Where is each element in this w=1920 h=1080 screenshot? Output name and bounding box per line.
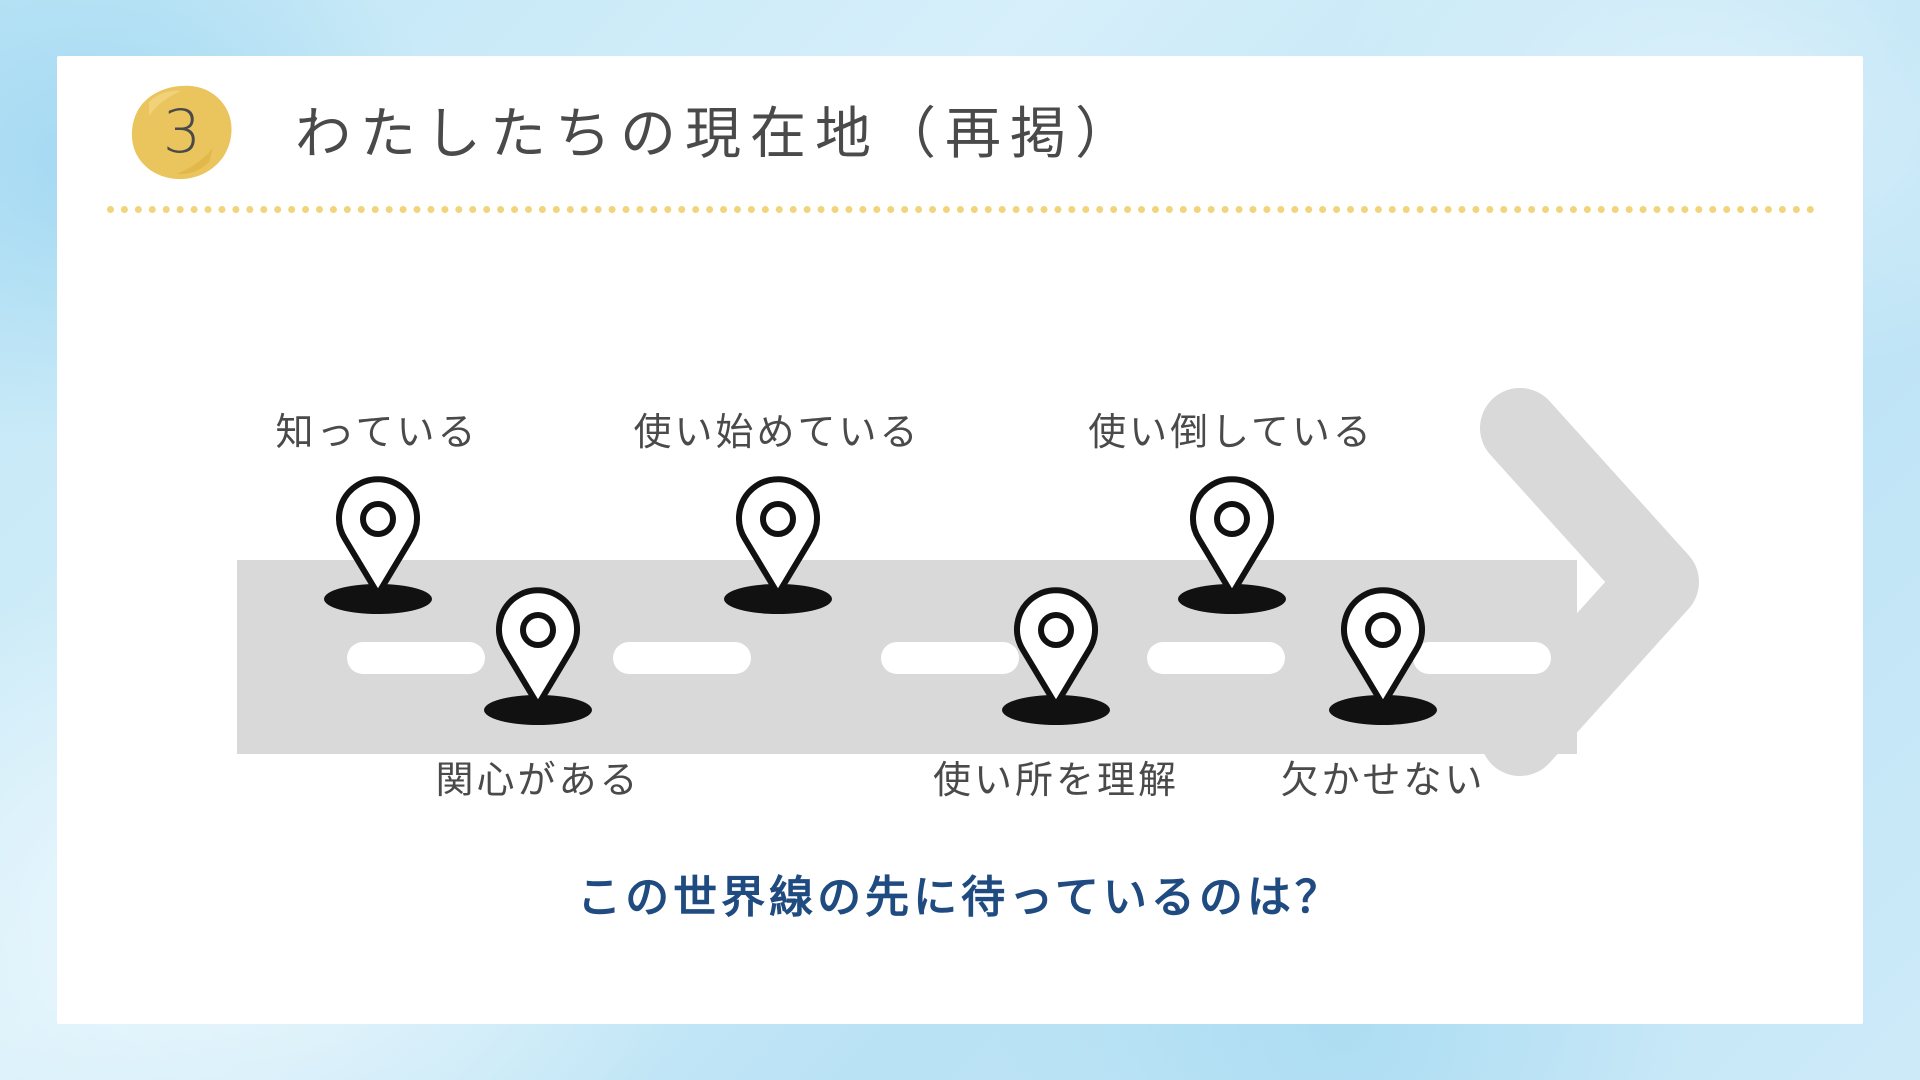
stage-label-aware: 知っている bbox=[275, 410, 479, 454]
lane-dash bbox=[347, 642, 485, 674]
slide-card: 3 わたしたちの現在地（再掲） 知っている 関心がある 使い始めている 使い所を… bbox=[57, 56, 1863, 1024]
stage-label-started-using: 使い始めている bbox=[633, 410, 921, 454]
lane-dash bbox=[613, 642, 751, 674]
slide-number-badge: 3 bbox=[129, 82, 235, 182]
stage-label-knows-where-to-use: 使い所を理解 bbox=[932, 758, 1180, 802]
lane-dash bbox=[1147, 642, 1285, 674]
timeline-road bbox=[237, 388, 1699, 776]
page-title: わたしたちの現在地（再掲） bbox=[295, 102, 1140, 167]
stage-label-interested: 関心がある bbox=[435, 758, 641, 802]
paint-splash-icon bbox=[131, 85, 232, 180]
map-pin-icon bbox=[1178, 476, 1286, 614]
lane-dash bbox=[881, 642, 1019, 674]
map-pin-icon bbox=[1329, 587, 1437, 725]
lane-dash bbox=[1413, 642, 1551, 674]
map-pin-icon bbox=[724, 476, 832, 614]
map-pin-icon bbox=[324, 476, 432, 614]
slide-number: 3 bbox=[162, 97, 202, 167]
stage-label-using-fully: 使い倒している bbox=[1088, 410, 1374, 454]
map-pin-icon bbox=[1002, 587, 1110, 725]
title-divider bbox=[107, 206, 1815, 213]
closing-question: この世界線の先に待っているのは？ bbox=[577, 872, 1343, 923]
map-pin-icon bbox=[484, 587, 592, 725]
stage-label-indispensable: 欠かせない bbox=[1280, 758, 1486, 802]
